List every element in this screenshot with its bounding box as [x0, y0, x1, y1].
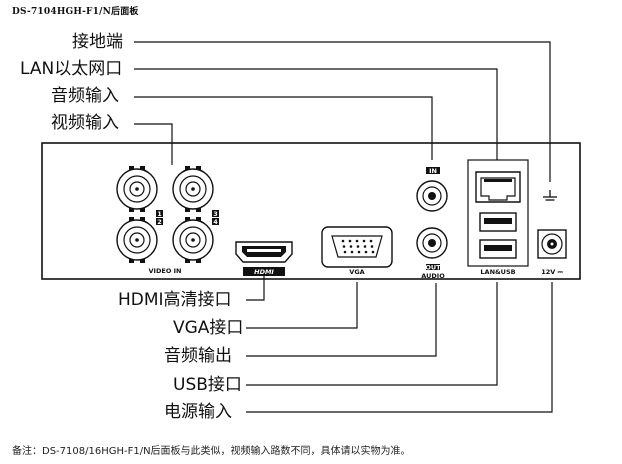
- bnc-connector-1: [116, 166, 158, 212]
- bnc-number-3: 3: [213, 210, 218, 218]
- audio-in-jack: [416, 180, 448, 212]
- callout-audio-in: 音频输入: [51, 86, 119, 106]
- bnc-number-4: 4: [213, 218, 218, 226]
- callout-lan: LAN以太网口: [20, 59, 123, 79]
- label-audio-in: IN: [429, 167, 437, 175]
- bnc-connector-2: [116, 217, 158, 263]
- bnc-number-2: 2: [157, 218, 162, 226]
- usb-port-2: [479, 239, 517, 259]
- leader-lines-bottom: [246, 270, 553, 413]
- label-audio-out: OUT: [425, 264, 441, 272]
- label-lan-usb: LAN&USB: [480, 268, 515, 276]
- callout-usb: USB接口: [173, 375, 242, 395]
- usb-port-1: [479, 212, 517, 232]
- callout-video-in: 视频输入: [51, 113, 119, 133]
- bnc-number-1: 1: [157, 210, 162, 218]
- callout-vga: VGA接口: [173, 318, 244, 338]
- label-vga: VGA: [349, 268, 364, 276]
- callout-ground: 接地端: [72, 32, 123, 52]
- vga-port: [321, 226, 393, 268]
- bnc-connector-3: [172, 166, 214, 212]
- callout-power: 电源输入: [164, 402, 232, 422]
- hdmi-port: [235, 241, 293, 263]
- bnc-connector-4: [172, 217, 214, 263]
- diagram-title: DS-7104HGH-F1/N后面板: [12, 7, 139, 17]
- label-audio: AUDIO: [421, 272, 445, 280]
- label-hdmi: HDMI: [254, 268, 274, 276]
- audio-out-jack: [416, 227, 448, 259]
- ground-icon: [543, 190, 557, 201]
- label-video-in: VIDEO IN: [149, 267, 182, 275]
- callout-audio-out: 音频输出: [164, 346, 232, 366]
- label-power: 12V ⎓: [541, 268, 563, 276]
- leader-lines-top: [134, 41, 551, 182]
- callout-hdmi: HDMI高清接口: [118, 290, 232, 310]
- footnote: 备注：DS-7108/16HGH-F1/N后面板与此类似，视频输入路数不同，具体…: [12, 446, 411, 457]
- dc-power-jack: [537, 229, 567, 259]
- rj45-lan-port: [475, 171, 521, 203]
